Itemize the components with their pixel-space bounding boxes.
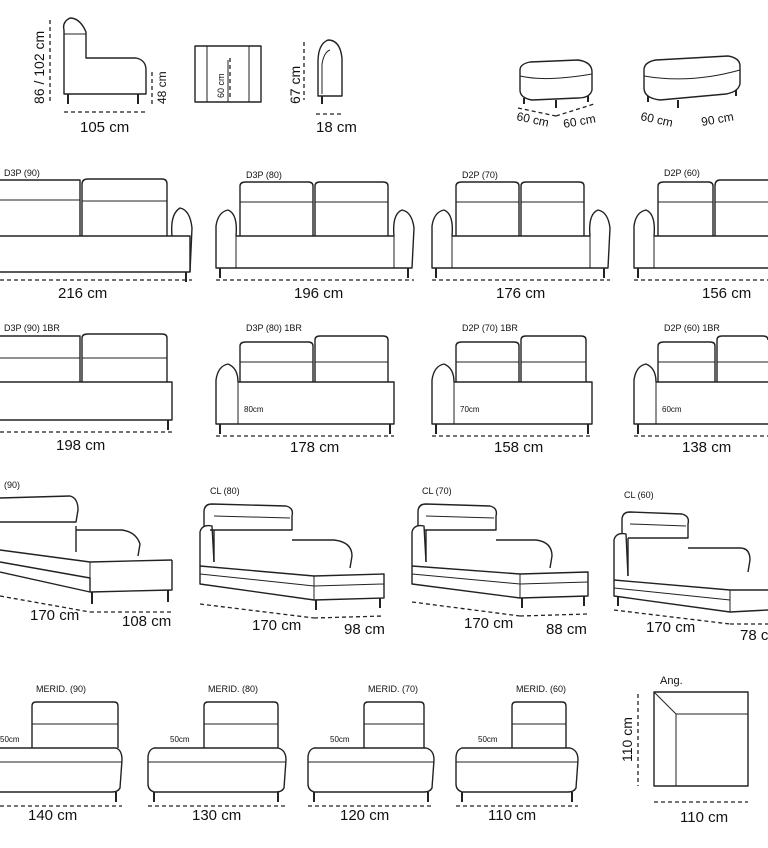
- chaise-70-drawing: [411, 503, 589, 617]
- pouf-large-b: 90 cm: [700, 109, 735, 128]
- chaise-60-drawing: [613, 511, 768, 625]
- sofa-196-width: 196 cm: [294, 285, 343, 302]
- sofa-158-label: D2P (70) 1BR: [462, 323, 518, 333]
- chaise-70-label: CL (70): [422, 486, 452, 496]
- chaise-90-drawing: [0, 495, 173, 613]
- merid-70-label: MERID. (70): [368, 684, 418, 694]
- sofa-176-drawing: [431, 181, 611, 281]
- chaise-80-label: CL (80): [210, 486, 240, 496]
- pouf-small-drawing: [517, 59, 595, 117]
- arm-view-drawing: [303, 39, 344, 115]
- seat-height-label: 48 cm: [155, 71, 169, 104]
- chaise-80-drawing: [199, 503, 385, 619]
- pouf-small-a: 60 cm: [515, 109, 550, 129]
- sofa-196-drawing: [215, 181, 415, 281]
- merid-80-label: MERID. (80): [208, 684, 258, 694]
- sofa-138-label: D2P (60) 1BR: [664, 323, 720, 333]
- merid-80-inner: 50cm: [170, 735, 190, 744]
- side-view-drawing: [49, 17, 153, 113]
- merid-60-inner: 50cm: [478, 735, 498, 744]
- sofa-178-inner: 80cm: [244, 405, 264, 414]
- pouf-large-drawing: [643, 55, 741, 108]
- chaise-60-width: 170 cm: [646, 619, 695, 636]
- side-height-label: 86 / 102 cm: [31, 31, 47, 104]
- chaise-80-depth: 98 cm: [344, 621, 385, 638]
- merid-90-inner: 50cm: [0, 735, 20, 744]
- sofa-178-drawing: [215, 335, 395, 437]
- merid-60-width: 110 cm: [488, 807, 536, 824]
- merid-60-label: MERID. (60): [516, 684, 566, 694]
- chaise-90-width: 170 cm: [30, 607, 79, 624]
- merid-80-width: 130 cm: [192, 807, 241, 824]
- sofa-156-drawing: [633, 179, 768, 281]
- corner-width: 110 cm: [680, 809, 728, 826]
- merid-90-label: MERID. (90): [36, 684, 86, 694]
- merid-90-drawing: [0, 701, 123, 807]
- sofa-138-drawing: [633, 335, 768, 437]
- top-depth-label: 60 cm: [216, 73, 226, 98]
- merid-60-drawing: [455, 701, 579, 807]
- sofa-216-drawing: [0, 178, 193, 282]
- sofa-216-label: D3P (90): [4, 168, 40, 178]
- sofa-158-width: 158 cm: [494, 439, 543, 456]
- merid-90-width: 140 cm: [28, 807, 77, 824]
- chaise-90-label: (90): [4, 480, 20, 490]
- sofa-198-drawing: [0, 333, 173, 433]
- sofa-156-width: 156 cm: [702, 285, 751, 302]
- top-view-drawing: [194, 45, 262, 103]
- arm-height-label: 67 cm: [287, 66, 303, 104]
- corner-drawing: [637, 691, 749, 803]
- merid-70-inner: 50cm: [330, 735, 350, 744]
- sofa-198-label: D3P (90) 1BR: [4, 323, 60, 333]
- chaise-60-label: CL (60): [624, 490, 654, 500]
- sofa-156-label: D2P (60): [664, 168, 700, 178]
- pouf-small-b: 60 cm: [562, 111, 597, 130]
- sofa-216-width: 216 cm: [58, 285, 107, 302]
- chaise-60-depth: 78 c: [740, 627, 768, 644]
- sofa-158-drawing: [431, 335, 593, 437]
- sofa-178-width: 178 cm: [290, 439, 339, 456]
- sofa-176-label: D2P (70): [462, 170, 498, 180]
- pouf-large-a: 60 cm: [639, 109, 674, 129]
- sofa-138-inner: 60cm: [662, 405, 682, 414]
- corner-height: 110 cm: [619, 717, 635, 762]
- chaise-70-width: 170 cm: [464, 615, 513, 632]
- sofa-158-inner: 70cm: [460, 405, 480, 414]
- merid-80-drawing: [147, 701, 287, 807]
- sofa-138-width: 138 cm: [682, 439, 731, 456]
- sofa-196-label: D3P (80): [246, 170, 282, 180]
- chaise-90-depth: 108 cm: [122, 613, 171, 630]
- merid-70-drawing: [307, 701, 435, 807]
- corner-label: Ang.: [660, 675, 683, 687]
- chaise-80-width: 170 cm: [252, 617, 301, 634]
- sofa-176-width: 176 cm: [496, 285, 545, 302]
- side-depth-label: 105 cm: [80, 119, 129, 136]
- chaise-70-depth: 88 cm: [546, 621, 587, 638]
- merid-70-width: 120 cm: [340, 807, 389, 824]
- arm-width-label: 18 cm: [316, 119, 357, 136]
- sofa-178-label: D3P (80) 1BR: [246, 323, 302, 333]
- sofa-198-width: 198 cm: [56, 437, 105, 454]
